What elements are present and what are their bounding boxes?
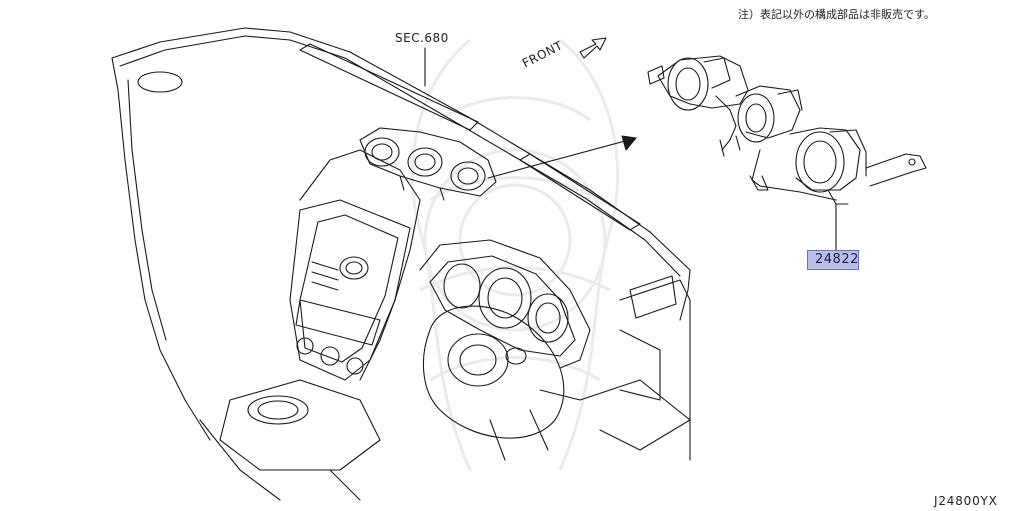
control-knob-2 xyxy=(320,346,340,366)
gauge-left xyxy=(443,263,481,309)
watermark-emblem xyxy=(410,38,620,471)
dash-right-lower xyxy=(539,379,691,461)
part-number-highlight[interactable] xyxy=(807,250,859,270)
console-tunnel xyxy=(219,379,381,471)
parts-availability-note: 注）表記以外の構成部品は非販売です。 xyxy=(738,8,935,21)
right-vent xyxy=(629,275,677,319)
control-panel xyxy=(295,299,381,346)
left-vent-opening xyxy=(137,71,183,93)
cluster-hood xyxy=(419,239,591,369)
top-slot xyxy=(299,43,479,131)
pointer-arrow-icon xyxy=(487,137,637,179)
center-vent-slats xyxy=(311,261,339,291)
section-reference-label[interactable]: SEC.680 xyxy=(395,31,449,45)
gauge-right xyxy=(527,293,569,343)
center-stack-inner xyxy=(299,214,399,363)
ignition xyxy=(505,347,527,365)
horn-pad xyxy=(459,344,497,376)
door-panel xyxy=(599,279,691,451)
center-frame xyxy=(299,149,421,381)
cup-holder xyxy=(247,395,309,425)
diagram-id-label: J24800YX xyxy=(934,494,998,508)
defrost-strip xyxy=(519,153,641,231)
front-arrow-icon xyxy=(579,37,607,59)
exploded-gauge-pod xyxy=(647,55,927,205)
gauge-center xyxy=(478,267,532,329)
gauge-pod-on-dash xyxy=(359,127,497,201)
control-knob-3 xyxy=(346,357,364,375)
dashboard-left-inner xyxy=(127,79,167,341)
steering-wheel-rim xyxy=(422,305,565,439)
dashboard-top-outline xyxy=(111,27,691,321)
steering-column xyxy=(489,409,549,461)
dashboard-top-inner xyxy=(119,35,681,277)
dashboard-left-edge xyxy=(111,57,211,441)
control-knob-1 xyxy=(296,337,314,355)
cluster-face xyxy=(429,255,576,357)
console-side xyxy=(199,419,361,501)
screen-dial xyxy=(339,256,369,280)
center-stack-outline xyxy=(289,199,411,381)
part-number-label[interactable]: 24822 xyxy=(815,252,859,267)
